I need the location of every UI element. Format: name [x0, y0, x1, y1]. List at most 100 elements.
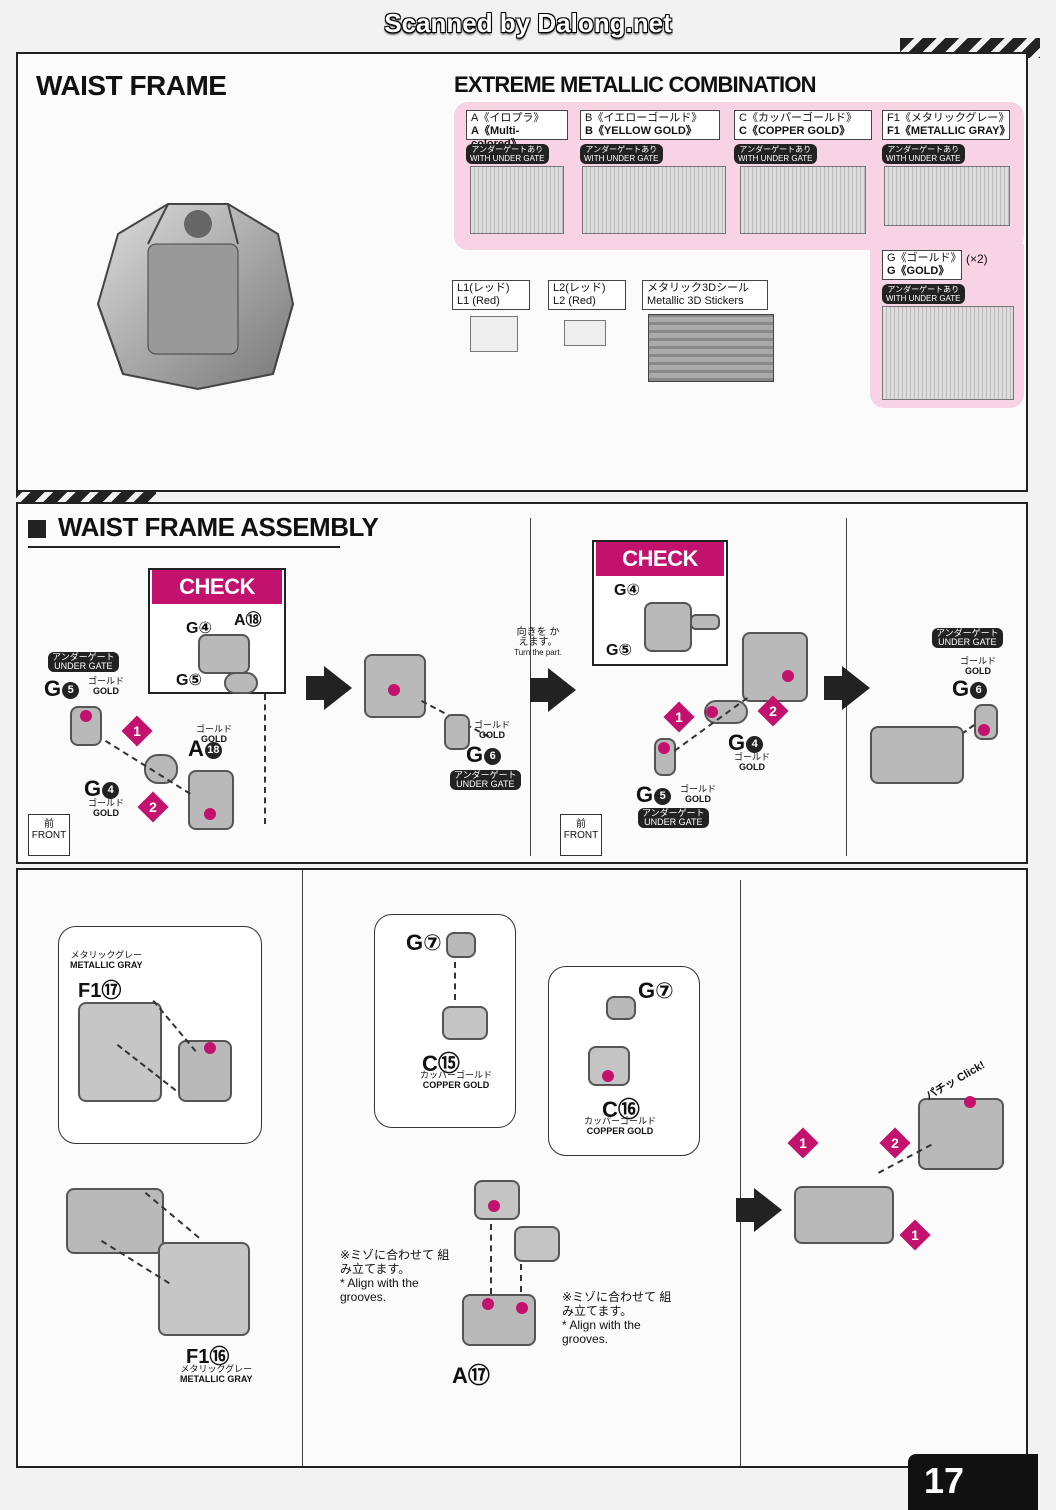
part-g7 — [606, 996, 636, 1020]
scan-credit: Scanned by Dalong.net — [384, 8, 672, 38]
cp-label-g4: G④ — [186, 620, 212, 637]
runner-l1-image — [470, 316, 518, 352]
divider — [302, 870, 303, 1466]
gate-marker — [782, 670, 794, 682]
gate-marker — [80, 710, 92, 722]
divider — [740, 880, 741, 1466]
gate-marker — [964, 1096, 976, 1108]
part-f1-17 — [78, 1002, 162, 1102]
part-c15-label: C⑮ — [422, 1051, 460, 1076]
page-number-tab — [908, 1454, 1038, 1510]
cp-label-g4: G④ — [614, 582, 640, 599]
section-marker — [28, 520, 46, 538]
page-title: WAIST FRAME — [36, 70, 227, 101]
part-g7-label: G⑦ — [406, 930, 442, 955]
part-c16-label: C⑯ — [602, 1097, 640, 1122]
part-f1-16-label: F1⑯ — [186, 1346, 230, 1368]
subassembly — [742, 632, 808, 702]
cp-label-a18: A⑱ — [234, 612, 262, 629]
part-f1-17-label: F1⑰ — [78, 980, 122, 1002]
runner-f1-label: F1《メタリックグレー》F1《METALLIC GRAY》 — [882, 110, 1010, 140]
cp2-part — [690, 614, 720, 630]
align-note: ※ミゾに合わせて 組み立てます。* Align with the grooves… — [340, 1248, 450, 1304]
step-1-marker: 1 — [787, 1127, 819, 1159]
part-f1-16 — [158, 1242, 250, 1336]
subassembly — [66, 1188, 164, 1254]
gate-marker — [602, 1070, 614, 1082]
gate-marker — [706, 706, 718, 718]
part-g7-label: G⑦ — [638, 978, 674, 1003]
runner-l2-label: L2(レッド)L2 (Red) — [548, 280, 626, 310]
gate-marker — [482, 1298, 494, 1310]
assembly-path — [490, 1224, 492, 1294]
runner-c-label: C《カッパーゴールド》C《COPPER GOLD》 — [734, 110, 872, 140]
runner-g-image — [882, 306, 1014, 400]
cp-label-g5: G⑤ — [606, 642, 632, 659]
check-point-leader — [264, 694, 266, 824]
part-g5 — [70, 706, 102, 746]
step-2-marker: 2 — [879, 1127, 911, 1159]
runner-g-label: G《ゴールド》G《GOLD》 — [882, 250, 962, 280]
step-1-marker: 1 — [899, 1219, 931, 1251]
assembly-path — [454, 962, 456, 1000]
gate-marker — [388, 684, 400, 696]
runner-l2-image — [564, 320, 606, 346]
part-c15 — [442, 1006, 488, 1040]
next-step-arrow — [306, 666, 352, 710]
part-g6 — [444, 714, 470, 750]
gate-marker — [204, 1042, 216, 1054]
subassembly — [870, 726, 964, 784]
stickers-image — [648, 314, 774, 382]
section-title: WAIST FRAME ASSEMBLY — [58, 512, 379, 542]
runner-b-label: B《イエローゴールド》B《YELLOW GOLD》 — [580, 110, 720, 140]
cp2-part — [644, 602, 692, 652]
step-1-marker: 1 — [121, 715, 153, 747]
runner-c-image — [740, 166, 866, 234]
runner-a-label: A《イロプラ》A《Multi-colored》 — [466, 110, 568, 150]
step-2-marker: 2 — [757, 695, 789, 727]
next-step-arrow — [530, 668, 576, 712]
title-underline — [28, 546, 340, 548]
runner-g-multiplier: (×2) — [966, 252, 988, 266]
part-a17 — [462, 1294, 536, 1346]
turn-instruction: 向きを かえます。Turn the part. — [514, 627, 562, 658]
waist-frame-render — [96, 203, 295, 391]
part-a17-label: A⑰ — [452, 1363, 490, 1388]
subassembly — [794, 1186, 894, 1244]
page-number: 17 — [924, 1460, 965, 1501]
cp1-part — [198, 634, 250, 674]
check-point-title: CHECK POINT — [152, 570, 282, 633]
align-note: ※ミゾに合わせて 組み立てます。* Align with the grooves… — [562, 1290, 672, 1346]
check-point-title: CHECK POINT — [596, 542, 724, 605]
click-label: パチッ Click! — [923, 1059, 988, 1103]
runner-b-image — [582, 166, 726, 234]
assembly-panel: WAIST FRAME ASSEMBLY CHECK POINT G④ A⑱ G… — [16, 502, 1028, 864]
gate-marker — [658, 742, 670, 754]
gate-marker — [488, 1200, 500, 1212]
cp1-part — [224, 672, 258, 694]
cp-label-g5: G⑤ — [176, 672, 202, 689]
gate-marker — [204, 808, 216, 820]
runner-f1-image — [884, 166, 1010, 226]
combo-title: EXTREME METALLIC COMBINATION — [454, 72, 817, 97]
